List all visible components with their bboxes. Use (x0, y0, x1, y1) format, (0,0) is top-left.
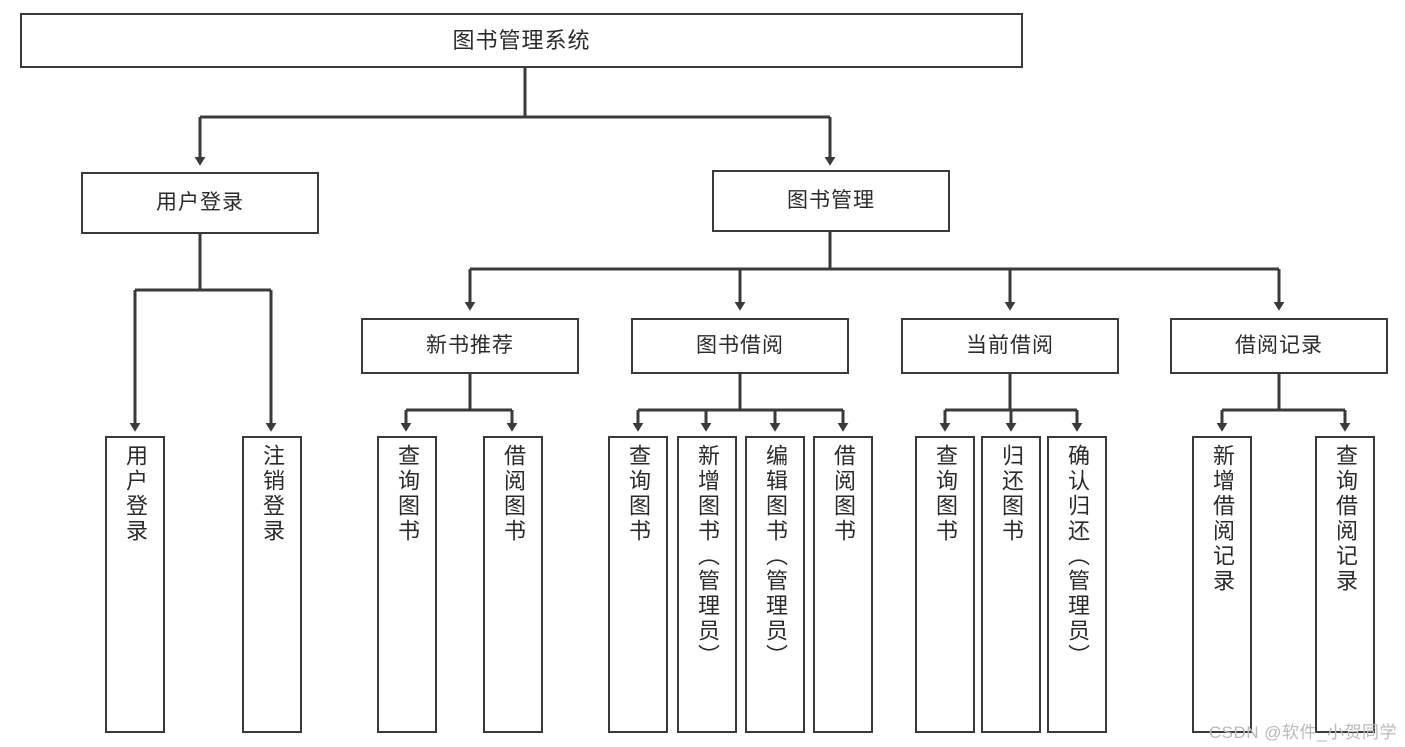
node-leaf-add-book[interactable]: 新增图书（管理员） (677, 436, 737, 733)
node-leaf-user-logout[interactable]: 注销登录 (242, 436, 302, 733)
node-current-borrow-label: 当前借阅 (966, 333, 1054, 357)
node-root[interactable]: 图书管理系统 (20, 13, 1023, 68)
node-leaf-query-book-2[interactable]: 查询图书 (608, 436, 668, 733)
node-user-login[interactable]: 用户登录 (81, 172, 319, 234)
node-leaf-add-book-label: 新增图书（管理员） (695, 444, 720, 669)
node-book-borrow-label: 图书借阅 (696, 333, 784, 357)
node-borrow-record[interactable]: 借阅记录 (1170, 318, 1388, 374)
node-book-manage[interactable]: 图书管理 (712, 170, 950, 232)
node-leaf-add-record-label: 新增借阅记录 (1210, 444, 1235, 594)
node-leaf-query-record-label: 查询借阅记录 (1333, 444, 1358, 594)
node-leaf-query-record[interactable]: 查询借阅记录 (1315, 436, 1375, 733)
node-borrow-record-label: 借阅记录 (1235, 333, 1323, 357)
node-leaf-confirm-return-label: 确认归还（管理员） (1065, 444, 1090, 669)
node-current-borrow[interactable]: 当前借阅 (901, 318, 1119, 374)
node-book-borrow[interactable]: 图书借阅 (631, 318, 849, 374)
node-user-login-label: 用户登录 (156, 190, 244, 214)
node-leaf-borrow-book-2[interactable]: 借阅图书 (813, 436, 873, 733)
node-leaf-query-book-3[interactable]: 查询图书 (915, 436, 975, 733)
node-leaf-borrow-book-1[interactable]: 借阅图书 (483, 436, 543, 733)
node-leaf-query-book-1[interactable]: 查询图书 (377, 436, 437, 733)
node-leaf-user-logout-label: 注销登录 (260, 444, 285, 544)
node-leaf-edit-book[interactable]: 编辑图书（管理员） (745, 436, 805, 733)
node-leaf-borrow-book-2-label: 借阅图书 (831, 444, 856, 544)
node-leaf-return-book-label: 归还图书 (999, 444, 1024, 544)
node-leaf-user-login-label: 用户登录 (123, 444, 148, 544)
node-leaf-return-book[interactable]: 归还图书 (981, 436, 1041, 733)
node-leaf-query-book-1-label: 查询图书 (395, 444, 420, 544)
node-new-book-recommend[interactable]: 新书推荐 (361, 318, 579, 374)
node-leaf-borrow-book-1-label: 借阅图书 (501, 444, 526, 544)
node-new-book-recommend-label: 新书推荐 (426, 333, 514, 357)
node-leaf-add-record[interactable]: 新增借阅记录 (1192, 436, 1252, 733)
node-leaf-query-book-2-label: 查询图书 (626, 444, 651, 544)
node-book-manage-label: 图书管理 (787, 188, 875, 212)
node-leaf-edit-book-label: 编辑图书（管理员） (763, 444, 788, 669)
node-root-label: 图书管理系统 (452, 27, 591, 53)
csdn-watermark: CSDN @软件_小贺同学 (1208, 723, 1397, 742)
node-leaf-confirm-return[interactable]: 确认归还（管理员） (1047, 436, 1107, 733)
node-leaf-user-login[interactable]: 用户登录 (105, 436, 165, 733)
node-leaf-query-book-3-label: 查询图书 (933, 444, 958, 544)
